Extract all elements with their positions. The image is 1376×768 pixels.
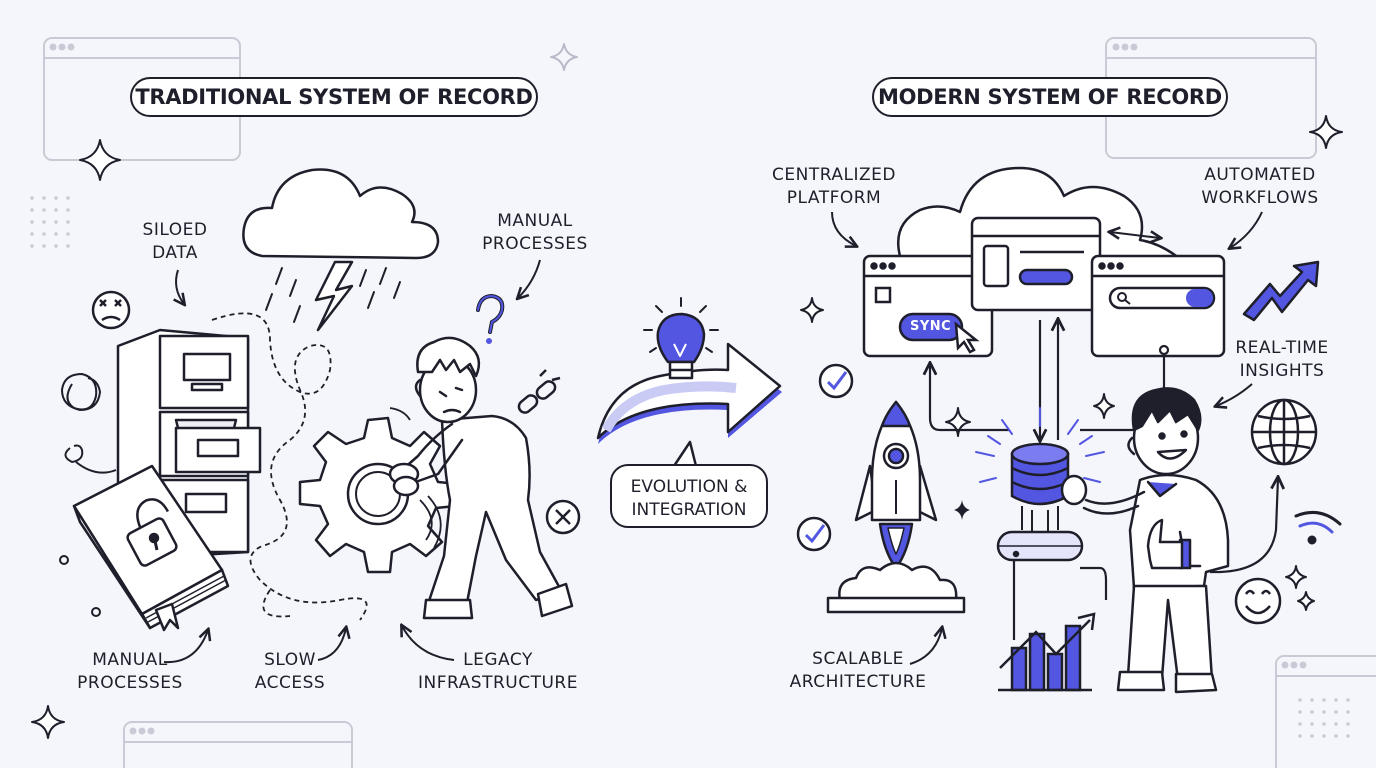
speech-bubble-tail [672,440,698,467]
trend-arrow-icon [1242,260,1320,322]
storm-cloud-icon [242,168,440,332]
smiley-icon [1234,577,1282,625]
traditional-title: TRADITIONAL SYSTEM OF RECORD [130,77,538,117]
sparkle-icon [800,115,1343,611]
label-centralized-platform: CENTRALIZED PLATFORM [772,165,896,208]
confused-person-icon [388,336,574,620]
platform-window-left [862,254,994,358]
platform-window-center [970,216,1102,312]
dot-grid-decoration [1298,698,1350,738]
label-legacy-infrastructure: LEGACY INFRASTRUCTURE [418,650,578,693]
label-manual-processes-bottom: MANUAL PROCESSES [77,650,183,693]
growth-chart-icon [998,612,1096,692]
dot-grid-decoration [30,196,70,248]
label-siloed-data: SILOED DATA [142,220,208,263]
browser-window-decoration [123,721,353,768]
broken-chain-icon [517,369,561,414]
database-icon [975,407,1105,562]
label-scalable-architecture: SCALABLE ARCHITECTURE [789,649,927,692]
label-real-time-insights: REAL-TIME INSIGHTS [1235,338,1329,381]
evolution-integration-bubble: EVOLUTION & INTEGRATION [610,464,768,528]
locked-book-icon [72,464,230,632]
label-slow-access: SLOW ACCESS [254,650,326,693]
globe-icon [1250,398,1318,466]
gear-icon [298,416,460,574]
sparkle-icon [79,139,121,181]
label-arrows [163,259,541,664]
label-automated-workflows: AUTOMATED WORKFLOWS [1201,165,1319,208]
label-arrows [831,211,1263,665]
sad-face-icon [91,290,131,330]
sync-arrows [1110,232,1160,238]
modern-title: MODERN SYSTEM OF RECORD [872,77,1228,117]
question-mark-icon [476,293,505,344]
happy-person-icon [1060,387,1230,694]
x-circle-icon [545,499,581,535]
lightbulb-icon [643,297,719,380]
arrow-icon [596,342,782,444]
sync-button[interactable]: SYNC [910,319,952,334]
sparkle-icon [954,500,970,520]
browser-window-decoration [1275,655,1376,768]
platform-window-right [1090,254,1226,358]
wifi-icon [1294,510,1342,545]
rocket-icon [826,400,966,614]
checkmark-icon [796,516,832,552]
sparkle-icon [550,43,578,71]
scribble-decoration [60,372,117,474]
checkmark-icon [818,363,854,399]
sparkle-icon [31,705,65,739]
label-manual-processes-top: MANUAL PROCESSES [482,211,588,254]
motion-lines [389,407,442,549]
